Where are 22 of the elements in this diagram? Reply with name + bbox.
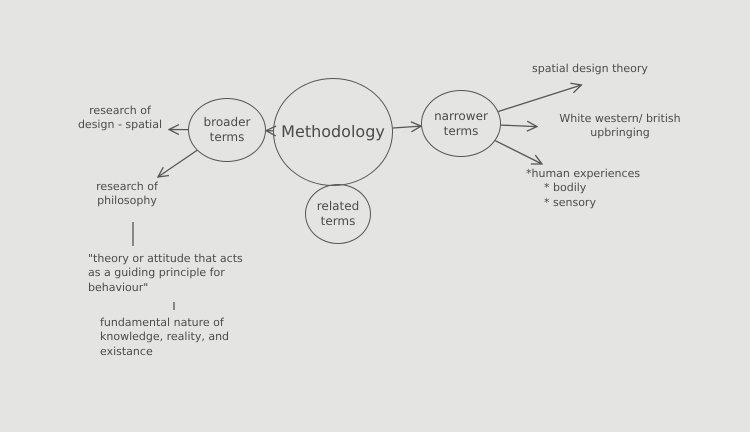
circle-node: narrower terms [421, 90, 501, 157]
node-text: fundamental nature of knowledge, reality, and existance [100, 316, 230, 359]
arrow [265, 125, 277, 137]
arrow [495, 140, 543, 165]
node-text: White western/ british upbringing [558, 112, 682, 141]
node-text: research of philosophy [95, 180, 160, 209]
node-text: research of design - spatial [76, 104, 164, 133]
node-text: "theory or attitude that acts as a guiding principle for behaviour" [88, 252, 244, 295]
node-text: * bodily [543, 181, 586, 196]
node-text: *human experiences [526, 167, 640, 182]
connector-line [132, 222, 134, 246]
circle-node: broader terms [188, 98, 266, 162]
node-text: * sensory [543, 196, 596, 210]
arrow [168, 124, 188, 136]
arrow [498, 82, 582, 112]
arrow [392, 121, 422, 132]
circle-node: Methodology [273, 78, 393, 186]
connector-line [173, 302, 175, 310]
circle-node: related terms [305, 184, 371, 244]
arrow [157, 150, 198, 178]
node-text: spatial design theory [532, 62, 648, 76]
arrow [500, 120, 538, 132]
